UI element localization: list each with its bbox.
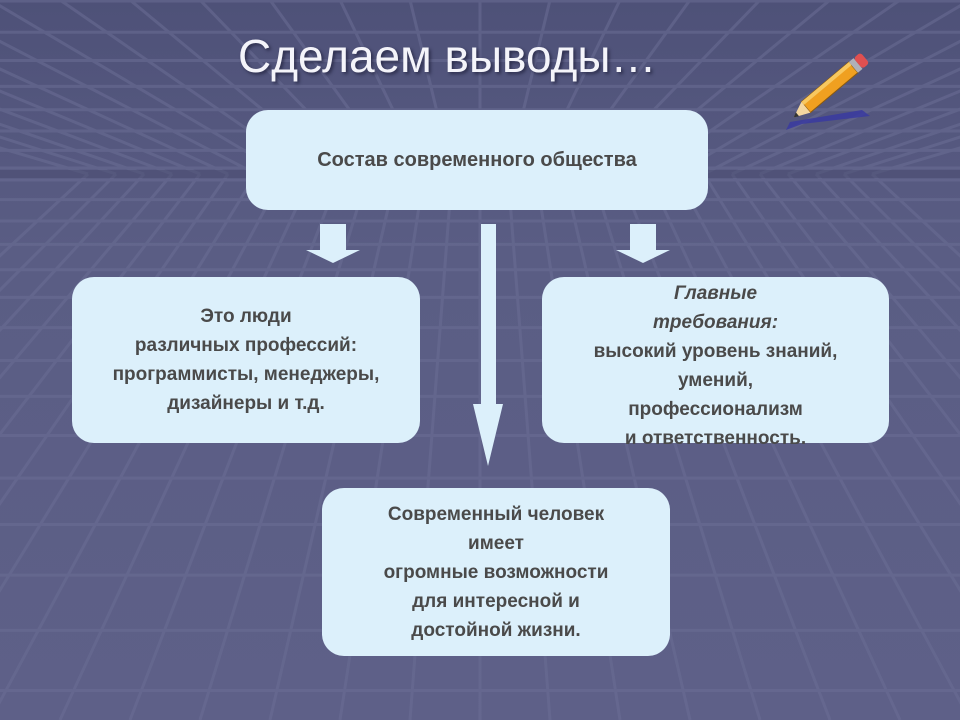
requirements-label-line-2: требования:	[652, 312, 779, 333]
professions-box: Это люди различных профессий: программис…	[72, 277, 420, 443]
modern-person-box: Современный человек имеет огромные возмо…	[322, 488, 670, 656]
society-composition-box: Состав современного общества	[246, 110, 708, 210]
modern-person-line-1: Современный человек	[387, 503, 605, 525]
modern-person-line-4: для интересной и	[412, 590, 580, 612]
arrow-to-left-box	[306, 224, 360, 263]
requirements-line-1: высокий уровень знаний,	[593, 341, 838, 362]
requirements-line-4: и ответственность.	[624, 428, 807, 449]
professions-line-3: программисты, менеджеры,	[112, 364, 380, 385]
requirements-label-line-1: Главные	[673, 283, 758, 304]
professions-line-2: различных профессий:	[134, 335, 358, 356]
professions-line-1: Это люди	[200, 306, 292, 327]
slide-title: Сделаем выводы…	[238, 30, 657, 82]
modern-person-line-2: имеет	[468, 532, 524, 554]
modern-person-line-3: огромные возможности	[383, 561, 609, 583]
requirements-line-2: умений,	[677, 370, 754, 391]
pencil-icon	[786, 53, 870, 130]
modern-person-line-5: достойной жизни.	[411, 619, 581, 641]
society-composition-text: Состав современного общества	[317, 148, 637, 171]
arrow-to-right-box	[616, 224, 670, 263]
arrow-to-bottom-box	[473, 224, 503, 466]
professions-line-4: дизайнеры и т.д.	[167, 393, 325, 414]
requirements-line-3: профессионализм	[628, 399, 803, 420]
requirements-box: Главные требования: высокий уровень знан…	[542, 277, 889, 449]
